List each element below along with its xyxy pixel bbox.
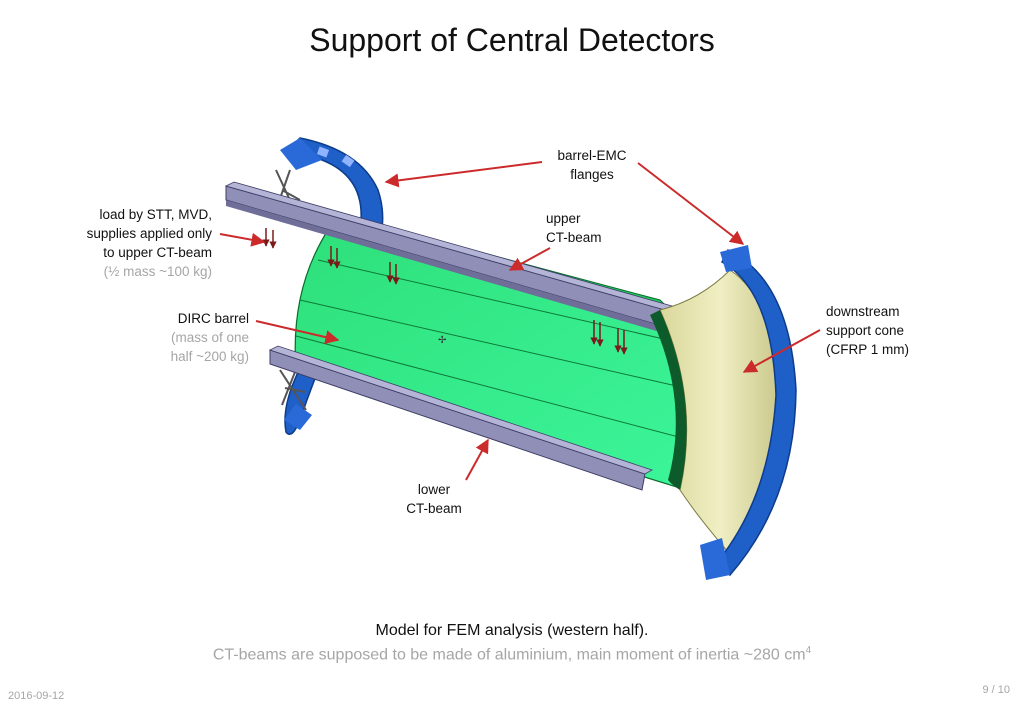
annotation-arrows: [219, 161, 821, 481]
upper-ct-beam-label: upper CT-beam: [546, 211, 602, 245]
caption-main: Model for FEM analysis (western half).: [375, 622, 649, 639]
upper-ct-beam: [224, 181, 674, 332]
barrel-emc-label: barrel-EMC flanges: [557, 148, 627, 182]
caption-secondary: CT-beams are supposed to be made of alum…: [212, 645, 812, 664]
load-arrows: [262, 228, 628, 355]
lower-ct-beam-label: lower CT-beam: [406, 482, 462, 516]
lower-ct-beam: [268, 345, 653, 491]
slide-date: 2016-09-12: [8, 690, 65, 702]
dirc-barrel: ✢: [284, 199, 695, 489]
page-number: 9 / 10: [982, 684, 1010, 696]
downstream-cone-label: downstream support cone (CFRP 1 mm): [826, 304, 909, 357]
load-label: load by STT, MVD, supplies applied only …: [86, 207, 212, 279]
downstream-flange: [700, 245, 797, 580]
slide-title: Support of Central Detectors: [309, 22, 715, 58]
svg-text:✢: ✢: [438, 335, 446, 346]
dirc-barrel-label: DIRC barrel (mass of one half ~200 kg): [170, 311, 249, 364]
